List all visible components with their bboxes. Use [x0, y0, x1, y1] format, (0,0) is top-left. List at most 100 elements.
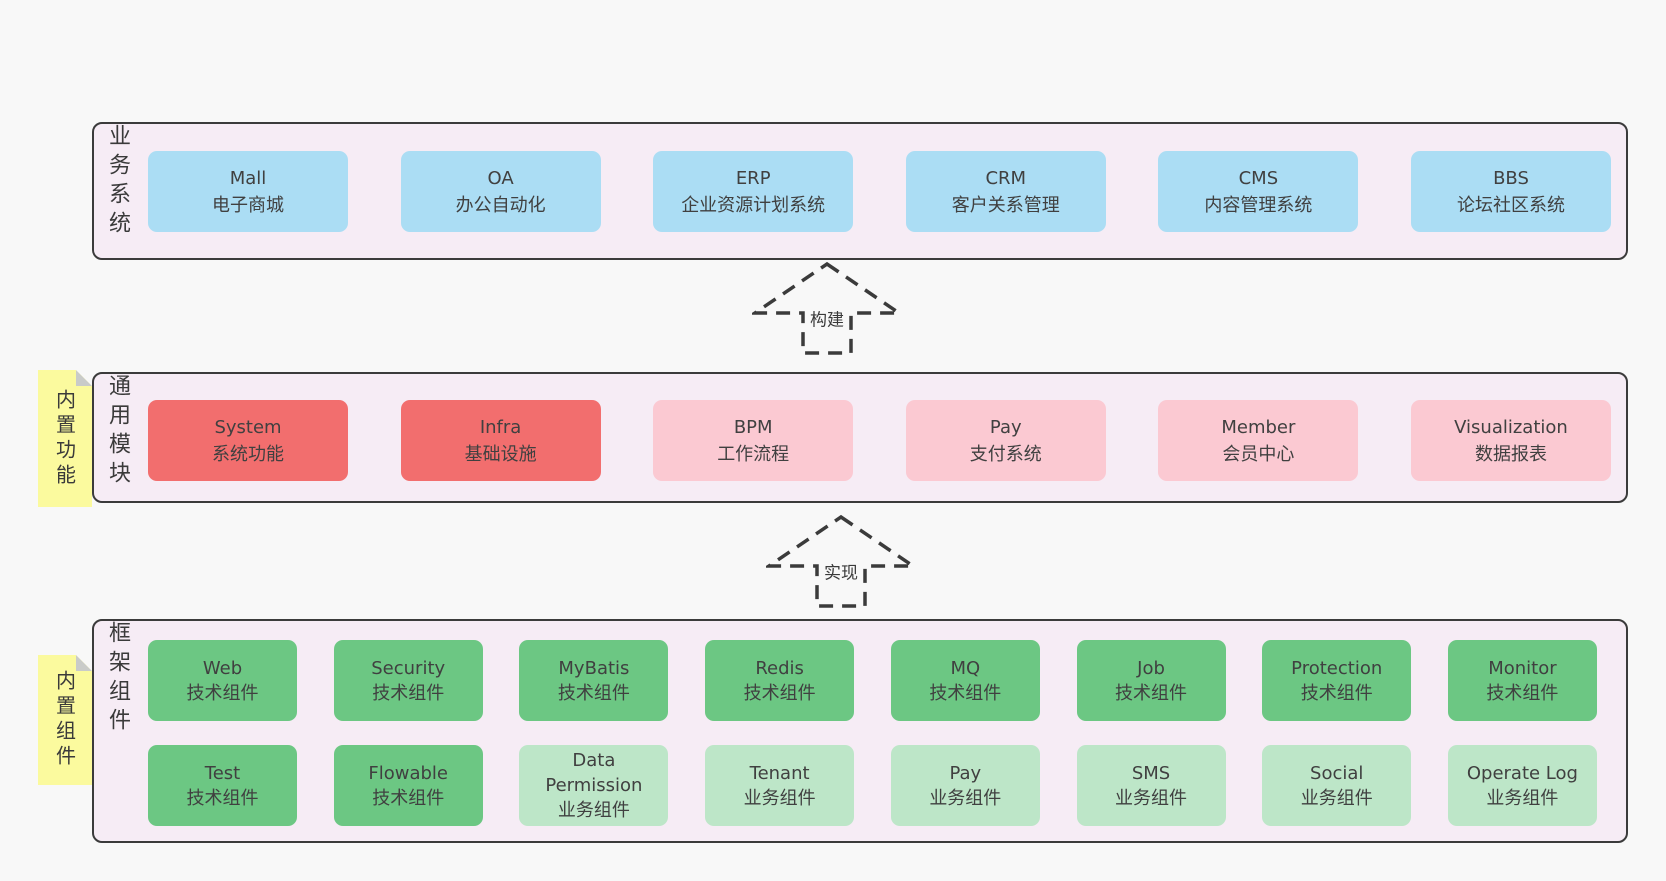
module-box-flowable: Flowable 技术组件	[333, 745, 483, 826]
box-title: Flowable	[368, 762, 449, 784]
box-title: Redis	[755, 657, 804, 679]
box-subtitle: 技术组件	[1300, 682, 1373, 704]
module-box-tenant: Tenant 业务组件	[705, 745, 855, 826]
module-box-system: System 系统功能	[148, 400, 348, 481]
up-arrow-icon	[766, 514, 916, 608]
box-title: Test	[204, 762, 241, 784]
implement-arrow-label: 实现	[820, 557, 862, 585]
box-title: Security	[371, 657, 446, 679]
box-subtitle: 技术组件	[372, 682, 445, 704]
box-title: MQ	[950, 657, 981, 679]
box-title: Monitor	[1488, 657, 1557, 679]
box-title: MyBatis	[558, 657, 630, 679]
box-title: Social	[1310, 762, 1364, 784]
box-subtitle: 内容管理系统	[1204, 194, 1313, 216]
build-arrow-label: 构建	[806, 304, 848, 332]
sticky-note-built-in-features: 内置功能	[38, 370, 92, 507]
modules-box-row: System 系统功能 Infra 基础设施 BPM 工作流程 Pay 支付系统 Member 会…	[94, 400, 1626, 481]
sticky-note-label: 内置组件	[52, 670, 77, 770]
box-subtitle: 技术组件	[1115, 682, 1188, 704]
box-subtitle: 会员中心	[1222, 443, 1295, 465]
up-arrow-icon	[752, 261, 902, 355]
box-title: Visualization	[1454, 416, 1568, 438]
box-subtitle: 业务组件	[1115, 787, 1188, 809]
module-box-mq: MQ 技术组件	[890, 640, 1040, 721]
box-title: Member	[1221, 416, 1296, 438]
module-box-member: Member 会员中心	[1158, 400, 1359, 481]
box-title: ERP	[735, 167, 771, 189]
box-title: CRM	[985, 167, 1027, 189]
box-title: Operate Log	[1466, 762, 1578, 784]
box-subtitle: 技术组件	[743, 682, 816, 704]
build-arrow: 构建	[752, 261, 902, 356]
box-title: SMS	[1131, 762, 1171, 784]
box-title: Pay	[949, 762, 982, 784]
box-subtitle: 技术组件	[557, 682, 630, 704]
box-title: BBS	[1493, 167, 1529, 189]
module-box-sms: SMS 业务组件	[1076, 745, 1226, 826]
box-title: Web	[202, 657, 243, 679]
module-box-pay: Pay 业务组件	[890, 745, 1040, 826]
box-subtitle: 业务组件	[1486, 787, 1559, 809]
box-title: Tenant	[749, 762, 810, 784]
module-box-erp: ERP 企业资源计划系统	[653, 151, 854, 232]
box-subtitle: 业务组件	[1300, 787, 1373, 809]
box-title: Pay	[989, 416, 1022, 438]
layer-common-modules: 通用模块 System 系统功能 Infra 基础设施 BPM 工作流程 Pay 支付系统 Me…	[92, 372, 1628, 503]
box-subtitle: 基础设施	[464, 443, 537, 465]
box-subtitle: 工作流程	[717, 443, 790, 465]
box-subtitle: 技术组件	[1486, 682, 1559, 704]
module-box-operate-log: Operate Log 业务组件	[1447, 745, 1597, 826]
box-title: Infra	[479, 416, 522, 438]
box-title: OA	[487, 167, 514, 189]
module-box-security: Security 技术组件	[333, 640, 483, 721]
implement-arrow: 实现	[766, 514, 916, 609]
module-box-mybatis: MyBatis 技术组件	[519, 640, 669, 721]
box-subtitle: 电子商城	[212, 194, 284, 216]
box-subtitle: 业务组件	[929, 787, 1002, 809]
module-box-test: Test 技术组件	[148, 745, 297, 826]
sticky-note-built-in-components: 内置组件	[38, 655, 92, 785]
box-subtitle: 系统功能	[212, 443, 284, 465]
module-box-bbs: BBS 论坛社区系统	[1410, 151, 1611, 232]
module-box-monitor: Monitor 技术组件	[1447, 640, 1597, 721]
module-box-job: Job 技术组件	[1076, 640, 1226, 721]
box-subtitle: 论坛社区系统	[1456, 194, 1565, 216]
module-box-mall: Mall 电子商城	[148, 151, 348, 232]
box-subtitle: 客户关系管理	[951, 194, 1060, 216]
box-subtitle: 支付系统	[969, 443, 1042, 465]
module-box-protection: Protection 技术组件	[1262, 640, 1412, 721]
box-title: Protection	[1291, 657, 1383, 679]
sticky-note-label: 内置功能	[52, 388, 77, 489]
layer-title: 通用模块	[105, 374, 130, 490]
box-title: BPM	[733, 416, 773, 438]
box-subtitle: 业务组件	[557, 800, 630, 821]
layer-title: 框架组件	[105, 621, 130, 737]
module-box-pay: Pay 支付系统	[905, 400, 1106, 481]
box-subtitle: 技术组件	[929, 682, 1002, 704]
module-box-visualization: Visualization 数据报表	[1410, 400, 1611, 481]
box-subtitle: 技术组件	[372, 787, 445, 809]
module-box-data-permission: Data Permission 业务组件	[519, 745, 669, 826]
layer-title: 业务系统	[105, 124, 130, 240]
module-box-web: Web 技术组件	[148, 640, 297, 721]
module-box-social: Social 业务组件	[1262, 745, 1412, 826]
box-subtitle: 技术组件	[186, 787, 259, 809]
box-subtitle: 技术组件	[186, 682, 259, 704]
box-subtitle: 数据报表	[1474, 443, 1547, 465]
module-box-redis: Redis 技术组件	[705, 640, 855, 721]
box-subtitle: 业务组件	[743, 787, 816, 809]
box-title: System	[214, 416, 282, 438]
box-title: CMS	[1238, 167, 1279, 189]
box-subtitle: 企业资源计划系统	[681, 194, 826, 216]
box-title: Mall	[229, 167, 267, 189]
box-title: Data Permission	[545, 750, 643, 796]
module-box-cms: CMS 内容管理系统	[1158, 151, 1359, 232]
box-title: Job	[1137, 657, 1165, 679]
